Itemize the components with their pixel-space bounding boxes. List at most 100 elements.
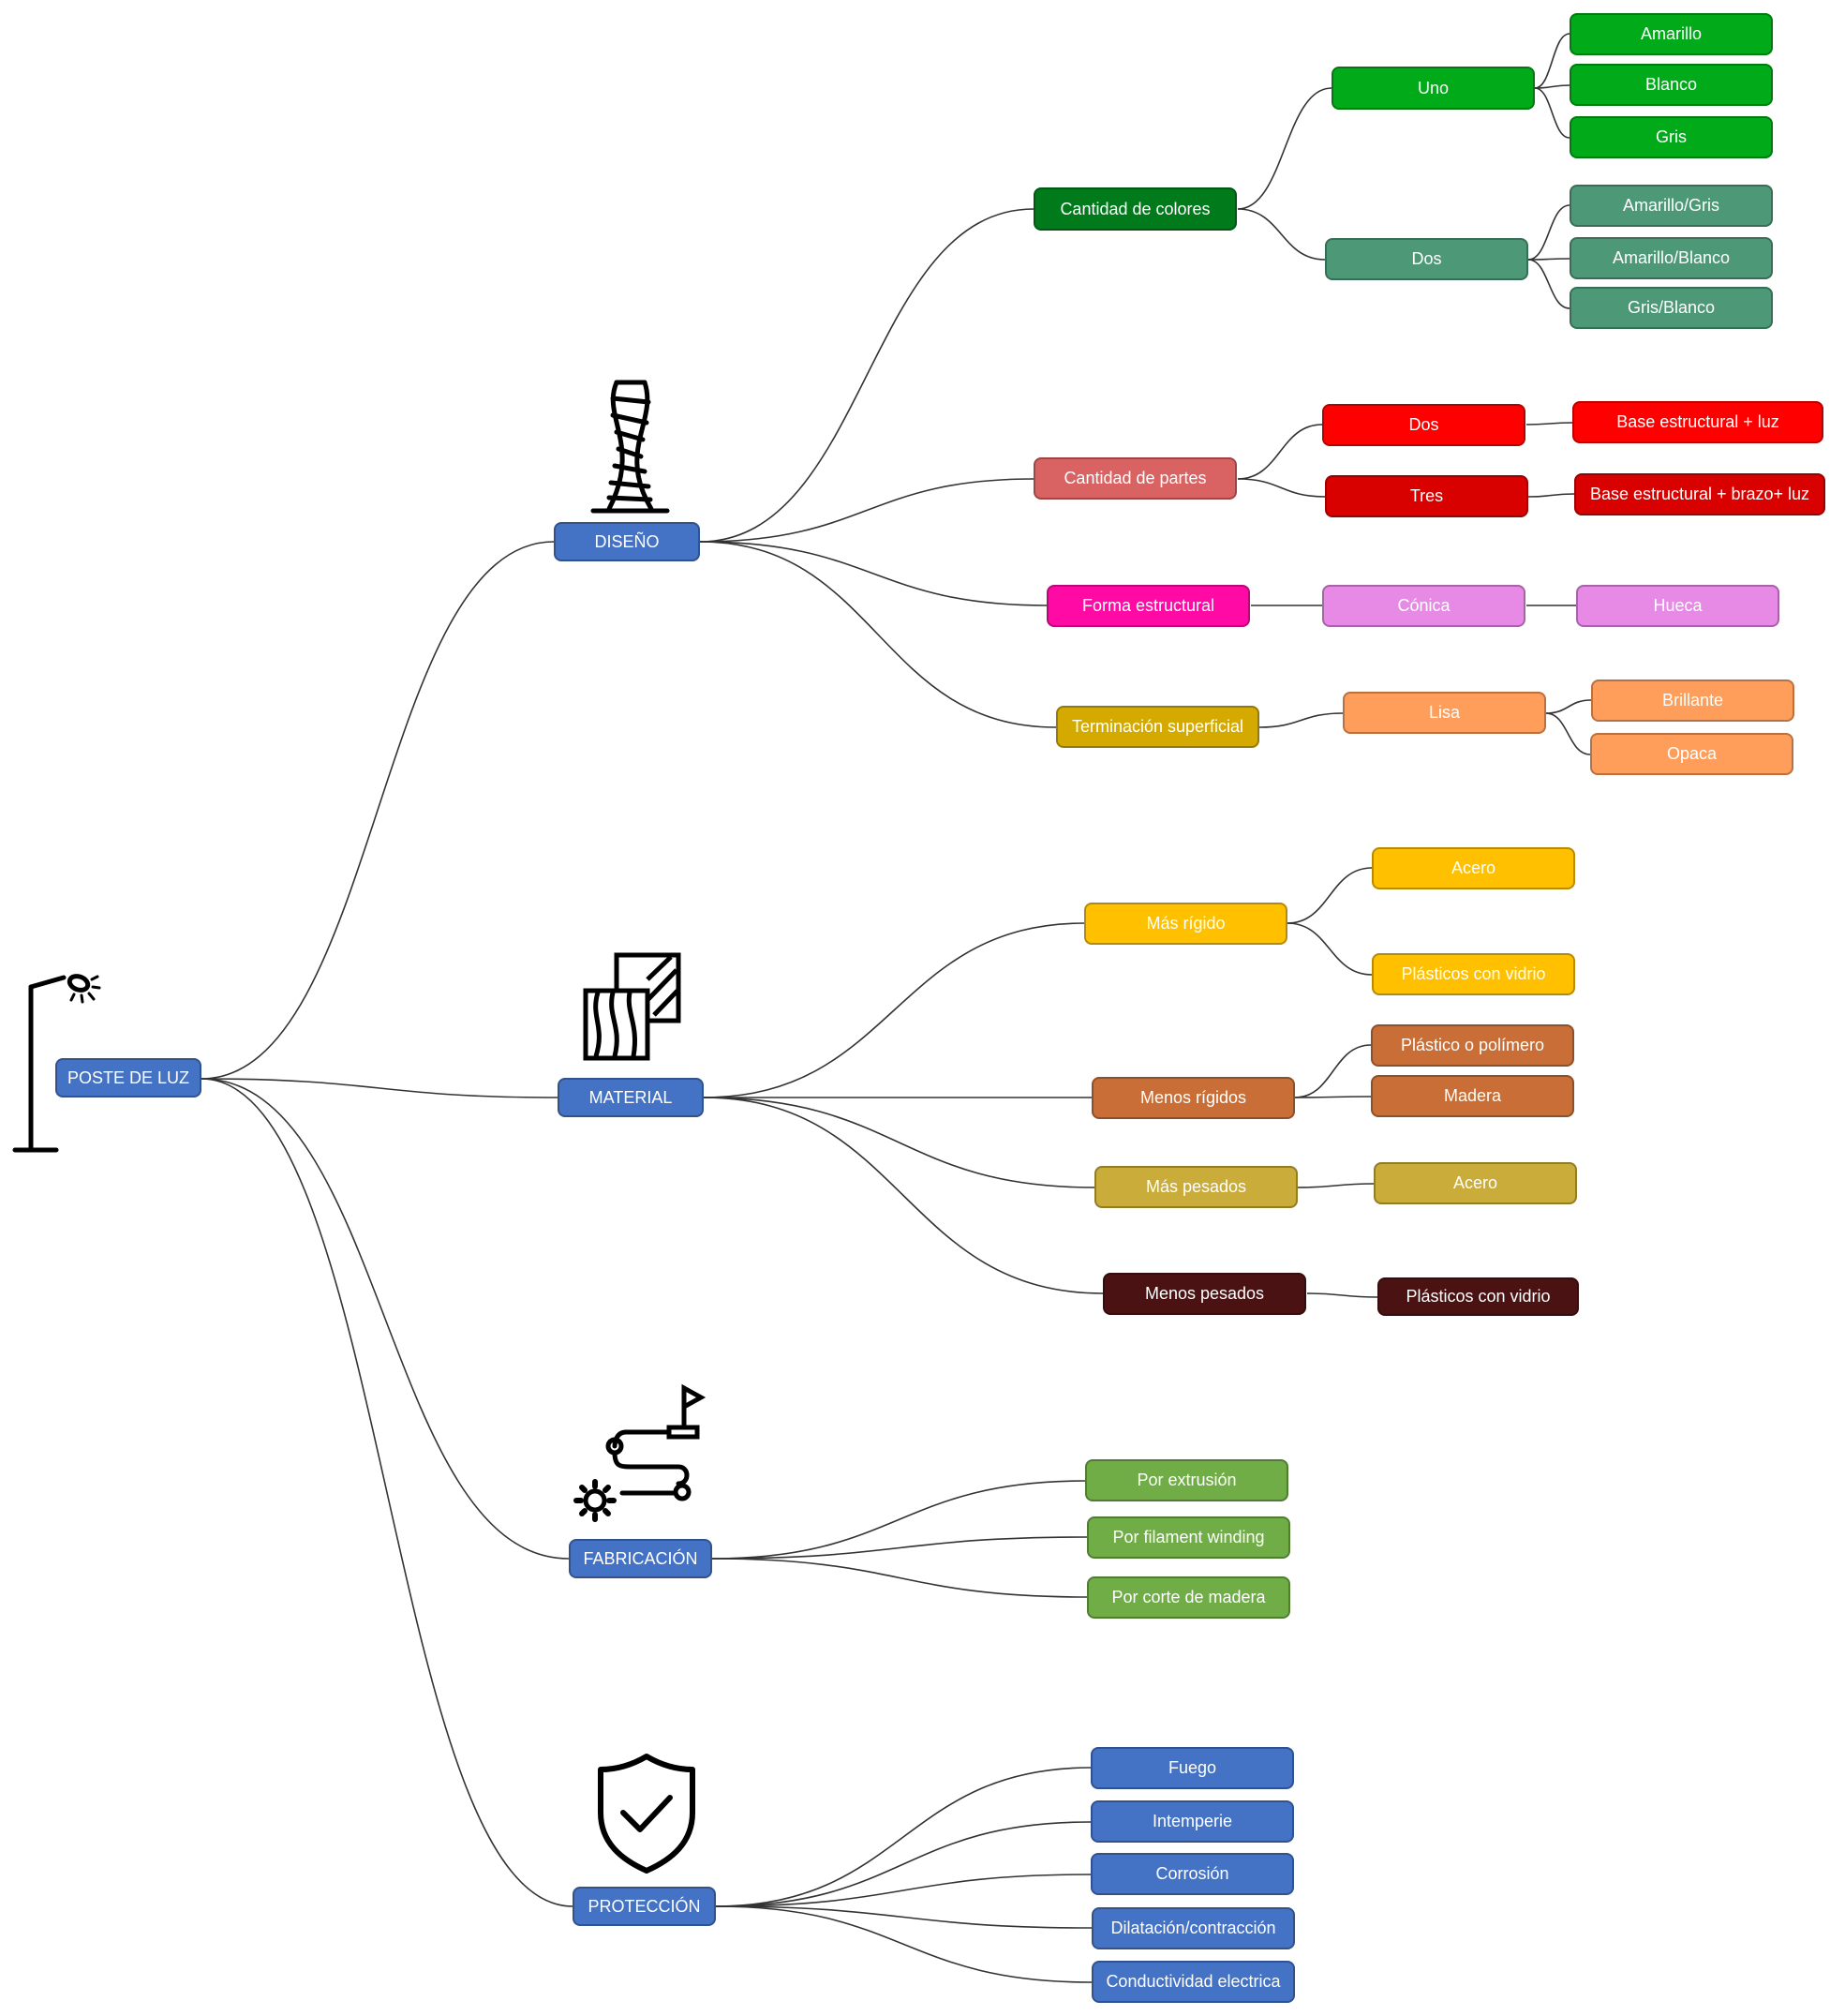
node-label: Fuego bbox=[1168, 1758, 1217, 1777]
node-tres-0-1-1[interactable]: Tres bbox=[1325, 475, 1528, 517]
node-plasticos-con-vidrio-1-3-0[interactable]: Plásticos con vidrio bbox=[1377, 1277, 1579, 1316]
shield-check-icon bbox=[598, 1754, 695, 1874]
node-forma-estructural-0-2[interactable]: Forma estructural bbox=[1047, 585, 1250, 627]
connector-root-to-0 bbox=[201, 541, 555, 1080]
node-mas-rigido-1-0[interactable]: Más rígido bbox=[1084, 903, 1287, 945]
node-label: PROTECCIÓN bbox=[588, 1896, 701, 1916]
node-poste-de-luz-root[interactable]: POSTE DE LUZ bbox=[55, 1058, 201, 1098]
node-por-corte-de-madera-2-2[interactable]: Por corte de madera bbox=[1087, 1576, 1290, 1619]
node-label: Acero bbox=[1451, 859, 1496, 877]
node-intemperie-3-1[interactable]: Intemperie bbox=[1091, 1800, 1294, 1843]
node-label: Amarillo/Gris bbox=[1622, 196, 1719, 215]
node-gris-0-0-0-2[interactable]: Gris bbox=[1570, 116, 1773, 158]
connector-2-to-2-1 bbox=[711, 1536, 1088, 1560]
connector-1-0-to-1-0-0 bbox=[1287, 867, 1373, 924]
node-amarillo-0-0-0-0[interactable]: Amarillo bbox=[1570, 13, 1773, 55]
node-label: Gris bbox=[1656, 127, 1687, 146]
node-dos-0-1-0[interactable]: Dos bbox=[1322, 404, 1525, 446]
node-corrosion-3-2[interactable]: Corrosión bbox=[1091, 1853, 1294, 1895]
node-menos-pesados-1-3[interactable]: Menos pesados bbox=[1103, 1273, 1306, 1315]
node-label: Plásticos con vidrio bbox=[1406, 1287, 1551, 1306]
connector-0-0-0-to-0-0-0-1 bbox=[1534, 84, 1570, 89]
node-conductividad-electrica-3-4[interactable]: Conductividad electrica bbox=[1092, 1961, 1295, 2003]
node-label: Por extrusión bbox=[1137, 1471, 1237, 1489]
node-acero-1-0-0[interactable]: Acero bbox=[1372, 847, 1575, 889]
connector-1-to-1-3 bbox=[703, 1097, 1104, 1294]
node-fabricacion-2[interactable]: FABRICACIÓN bbox=[569, 1539, 712, 1578]
node-label: Amarillo bbox=[1640, 24, 1702, 43]
node-hueca-0-2-0-0[interactable]: Hueca bbox=[1576, 585, 1779, 627]
node-base-estructural-brazo-luz-0-1-1-0[interactable]: Base estructural + brazo+ luz bbox=[1574, 473, 1825, 515]
connector-root-to-3 bbox=[201, 1078, 573, 1907]
node-conica-0-2-0[interactable]: Cónica bbox=[1322, 585, 1525, 627]
connector-1-to-1-0 bbox=[703, 922, 1085, 1098]
connector-1-1-to-1-1-1 bbox=[1294, 1096, 1372, 1098]
connector-1-1-to-1-1-0 bbox=[1294, 1044, 1372, 1098]
connector-0-to-0-1 bbox=[699, 478, 1034, 543]
connector-0-3-0-to-0-3-0-1 bbox=[1545, 712, 1591, 755]
node-label: Amarillo/Blanco bbox=[1612, 248, 1731, 267]
connector-1-3-to-1-3-0 bbox=[1306, 1292, 1378, 1298]
node-label: Base estructural + brazo+ luz bbox=[1589, 485, 1810, 503]
node-label: Plásticos con vidrio bbox=[1401, 964, 1546, 983]
node-diseno-0[interactable]: DISEÑO bbox=[554, 522, 700, 561]
node-menos-rigidos-1-1[interactable]: Menos rígidos bbox=[1092, 1077, 1295, 1119]
connector-0-0-0-to-0-0-0-0 bbox=[1534, 33, 1570, 89]
connector-3-to-3-2 bbox=[715, 1874, 1092, 1907]
node-label: Conductividad electrica bbox=[1106, 1972, 1281, 1991]
node-label: Blanco bbox=[1644, 75, 1698, 94]
connector-3-to-3-4 bbox=[715, 1905, 1093, 1983]
connector-0-1-0-to-0-1-0-0 bbox=[1525, 422, 1573, 426]
connector-0-0-0-to-0-0-0-2 bbox=[1534, 87, 1570, 139]
connector-0-3-0-to-0-3-0-0 bbox=[1545, 699, 1592, 714]
node-plasticos-con-vidrio-1-0-1[interactable]: Plásticos con vidrio bbox=[1372, 953, 1575, 995]
connector-3-to-3-1 bbox=[715, 1821, 1092, 1907]
node-label: Base estructural + luz bbox=[1616, 412, 1779, 431]
node-cantidad-de-partes-0-1[interactable]: Cantidad de partes bbox=[1034, 457, 1237, 500]
node-gris-blanco-0-0-1-2[interactable]: Gris/Blanco bbox=[1570, 287, 1773, 329]
node-label: Más pesados bbox=[1145, 1177, 1247, 1196]
node-label: Por filament winding bbox=[1112, 1528, 1265, 1546]
node-plastico-o-polimero-1-1-0[interactable]: Plástico o polímero bbox=[1371, 1024, 1574, 1067]
node-fuego-3-0[interactable]: Fuego bbox=[1091, 1747, 1294, 1789]
process-route-icon bbox=[573, 1383, 707, 1522]
node-mas-pesados-1-2[interactable]: Más pesados bbox=[1094, 1166, 1298, 1208]
node-label: Brillante bbox=[1661, 691, 1724, 709]
node-amarillo-blanco-0-0-1-1[interactable]: Amarillo/Blanco bbox=[1570, 237, 1773, 279]
node-label: DISEÑO bbox=[594, 531, 660, 551]
node-por-filament-winding-2-1[interactable]: Por filament winding bbox=[1087, 1516, 1290, 1559]
node-por-extrusion-2-0[interactable]: Por extrusión bbox=[1085, 1459, 1288, 1501]
node-dos-0-0-1[interactable]: Dos bbox=[1325, 238, 1528, 280]
node-cantidad-de-colores-0-0[interactable]: Cantidad de colores bbox=[1034, 187, 1237, 231]
node-opaca-0-3-0-1[interactable]: Opaca bbox=[1590, 733, 1793, 775]
wood-texture-icon bbox=[583, 952, 681, 1061]
node-madera-1-1-1[interactable]: Madera bbox=[1371, 1075, 1574, 1117]
node-base-estructural-luz-0-1-0-0[interactable]: Base estructural + luz bbox=[1572, 401, 1823, 443]
node-lisa-0-3-0[interactable]: Lisa bbox=[1343, 692, 1546, 734]
node-label: MATERIAL bbox=[588, 1087, 673, 1107]
node-terminacion-superficial-0-3[interactable]: Terminación superficial bbox=[1056, 706, 1259, 748]
connector-root-to-1 bbox=[201, 1078, 558, 1098]
node-uno-0-0-0[interactable]: Uno bbox=[1332, 67, 1535, 110]
connector-0-0-to-0-0-1 bbox=[1237, 208, 1326, 261]
connector-1-to-1-2 bbox=[703, 1097, 1095, 1188]
node-label: Por corte de madera bbox=[1111, 1588, 1266, 1606]
node-material-1[interactable]: MATERIAL bbox=[558, 1078, 704, 1117]
node-label: Dos bbox=[1408, 415, 1439, 434]
node-label: Uno bbox=[1417, 78, 1450, 97]
node-dilatacion-contraccion-3-3[interactable]: Dilatación/contracción bbox=[1092, 1907, 1295, 1949]
node-proteccion-3[interactable]: PROTECCIÓN bbox=[573, 1887, 716, 1926]
node-blanco-0-0-0-1[interactable]: Blanco bbox=[1570, 64, 1773, 106]
connector-2-to-2-2 bbox=[711, 1558, 1088, 1598]
connector-2-to-2-0 bbox=[711, 1480, 1086, 1560]
node-amarillo-gris-0-0-1-0[interactable]: Amarillo/Gris bbox=[1570, 185, 1773, 227]
node-label: Dilatación/contracción bbox=[1110, 1919, 1276, 1937]
connector-1-2-to-1-2-0 bbox=[1297, 1183, 1375, 1188]
node-label: Madera bbox=[1443, 1086, 1502, 1105]
node-label: Plástico o polímero bbox=[1400, 1036, 1545, 1054]
node-brillante-0-3-0-0[interactable]: Brillante bbox=[1591, 679, 1794, 722]
node-acero-1-2-0[interactable]: Acero bbox=[1374, 1162, 1577, 1204]
connector-1-0-to-1-0-1 bbox=[1287, 922, 1373, 976]
node-label: Tres bbox=[1409, 486, 1444, 505]
